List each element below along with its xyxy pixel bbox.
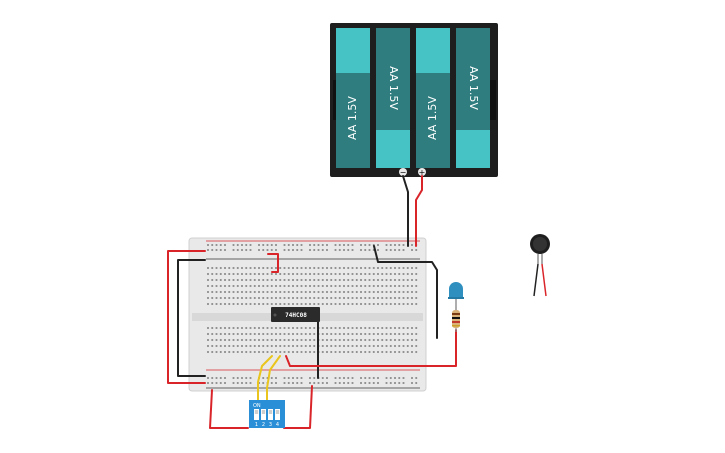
battery-cell-label: AA 1.5V [387,66,400,110]
resistor[interactable] [452,306,460,332]
battery-cell-3: AA 1.5V [416,28,450,168]
wire-switch-power-left[interactable] [209,389,249,429]
ic-chip-icon [271,307,320,322]
dip-on-label: ON [253,403,261,409]
wire-left-negative-bridge[interactable] [177,259,206,377]
wire-input-a[interactable] [257,355,273,405]
battery-minus-terminal[interactable] [399,168,407,176]
battery-cells: AA 1.5V AA 1.5V AA 1.5V AA 1.5V [336,28,490,168]
ic-chip[interactable]: 74HC08 [271,307,320,322]
wire-battery-negative[interactable] [402,175,409,247]
motor-lead-negative[interactable] [533,263,539,297]
wire-switch-power-right[interactable] [283,385,313,429]
dip-toggle-2[interactable] [261,409,266,420]
battery-plus-label: + [419,168,426,177]
dip-number-label: 4 [276,422,279,428]
wire-input-b[interactable] [266,355,281,405]
led-icon [449,282,463,298]
dip-toggle-4[interactable] [275,409,280,420]
battery-cell-2: AA 1.5V [376,28,410,168]
battery-cell-label: AA 1.5V [346,96,359,140]
dip-number-label: 1 [255,422,258,428]
battery-pack[interactable]: AA 1.5V AA 1.5V AA 1.5V AA 1.5V − + [330,23,498,177]
dip-number-label: 2 [262,422,265,428]
wire-battery-positive[interactable] [415,175,423,247]
breadboard-holes [207,244,418,384]
battery-cell-4: AA 1.5V [456,28,490,168]
battery-minus-label: − [400,168,407,177]
wire-ic-vcc[interactable] [267,253,279,273]
vibration-motor[interactable] [530,234,550,297]
battery-cell-label: AA 1.5V [467,66,480,110]
ic-label: 74HC08 [285,312,307,319]
wires [167,175,457,429]
dip-toggle-3[interactable] [268,409,273,420]
wire-output-to-resistor[interactable] [285,329,457,367]
battery-plus-terminal[interactable] [418,168,426,176]
wire-left-positive-bridge[interactable] [167,250,206,384]
battery-cell-1: AA 1.5V [336,28,370,168]
dip-toggle-1[interactable] [254,409,259,420]
led[interactable] [448,282,464,310]
motor-lead-positive[interactable] [541,263,547,297]
battery-cell-label: AA 1.5V [426,96,439,140]
wire-led-ground[interactable] [373,245,438,339]
dip-number-label: 3 [269,422,272,428]
